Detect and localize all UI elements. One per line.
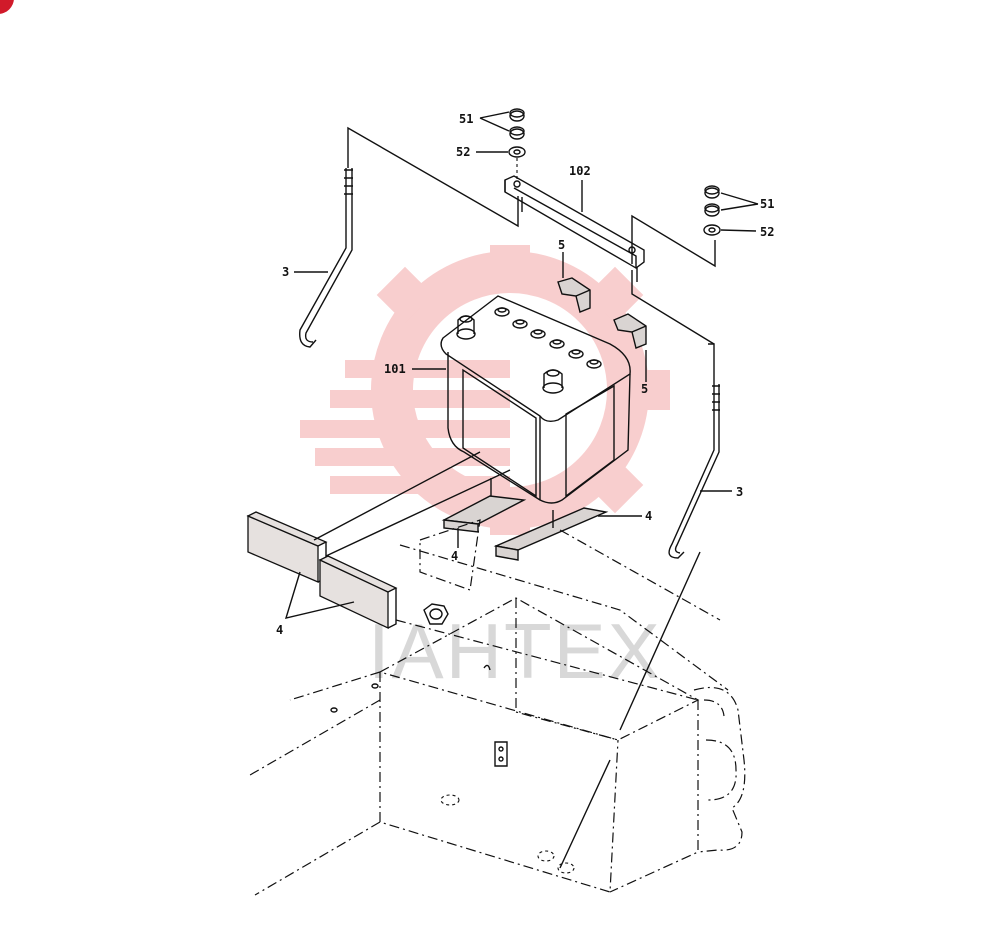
hex-nut-on-frame-icon: [423, 603, 449, 625]
battery-cell-caps: [494, 307, 602, 369]
washer-top: [508, 146, 526, 158]
callout-4-right: 4: [645, 509, 652, 523]
washer-right: [703, 224, 721, 236]
nut-pair-right: [704, 185, 720, 217]
j-rod-left: [299, 168, 353, 348]
callout-52-top: 52: [456, 145, 470, 159]
callout-102: 102: [569, 164, 591, 178]
rubber-pad-right: [493, 507, 609, 561]
bracket-top: [557, 277, 591, 313]
callout-51-right: 51: [760, 197, 774, 211]
callout-52-right: 52: [760, 225, 774, 239]
callout-51-top: 51: [459, 112, 473, 126]
battery-terminal-positive-icon: [456, 315, 476, 340]
callout-5-right: 5: [641, 382, 648, 396]
clamp-bar: [504, 175, 645, 282]
nut-pair-top: [509, 108, 525, 140]
j-rod-right: [668, 384, 720, 559]
rubber-pad-left-b: [318, 555, 398, 630]
callout-5-top: 5: [558, 238, 565, 252]
bracket-right: [613, 313, 647, 349]
battery-terminal-negative-icon: [542, 369, 564, 394]
corner-badge-icon: [0, 0, 14, 14]
callout-3-right: 3: [736, 485, 743, 499]
battery-box-frame: [249, 519, 746, 896]
callout-101: 101: [384, 362, 406, 376]
callout-4-left: 4: [276, 623, 283, 637]
callout-4-center: 4: [451, 549, 458, 563]
callout-3-left: 3: [282, 265, 289, 279]
battery: [440, 295, 631, 504]
rubber-pad-left-a: [246, 511, 328, 583]
